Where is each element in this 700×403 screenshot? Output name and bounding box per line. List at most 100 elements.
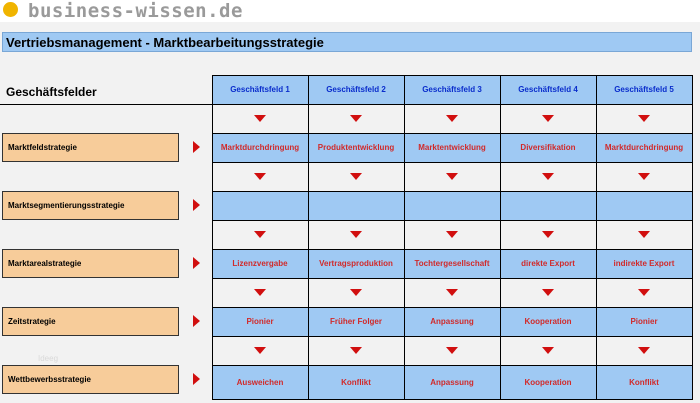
strategy-value-cell [596, 191, 692, 220]
field-header-3: Geschäftsfeld 3 [404, 75, 500, 104]
strategy-value-cell: Konflikt [596, 365, 692, 399]
strategy-value-cell: Anpassung [404, 365, 500, 399]
arrow-cell [596, 336, 692, 365]
down-arrow-icon [254, 231, 266, 238]
page-title: Vertriebsmanagement - Marktbearbeitungss… [6, 35, 324, 50]
down-arrow-icon [350, 173, 362, 180]
grid-row-line [212, 191, 693, 192]
strategy-value-cell: Produktentwicklung [308, 133, 404, 162]
strategy-value-cell: Pionier [596, 307, 692, 336]
strategy-label-box: Wettbewerbsstrategie [2, 365, 179, 394]
arrow-cell [500, 278, 596, 307]
arrow-cell [404, 220, 500, 249]
grid-row-line [212, 249, 693, 250]
strategy-value-cell: Marktentwicklung [404, 133, 500, 162]
pointer-arrow-icon [193, 315, 200, 327]
site-logo-text[interactable]: business-wissen.de [28, 0, 243, 22]
strategy-label-box: Zeitstrategie [2, 307, 179, 336]
down-arrow-icon [350, 347, 362, 354]
site-header: business-wissen.de [0, 0, 700, 22]
title-bar: Vertriebsmanagement - Marktbearbeitungss… [2, 32, 692, 52]
arrow-cell [212, 220, 308, 249]
logo-icon [3, 2, 18, 17]
down-arrow-icon [542, 347, 554, 354]
strategy-value-cell: Früher Folger [308, 307, 404, 336]
down-arrow-icon [254, 115, 266, 122]
strategy-value-cell: Marktdurchdringung [212, 133, 308, 162]
down-arrow-icon [446, 115, 458, 122]
arrow-cell [308, 220, 404, 249]
business-fields-label: Geschäftsfelder [6, 85, 97, 99]
arrow-cell [212, 278, 308, 307]
down-arrow-icon [542, 231, 554, 238]
strategy-value-cell [308, 191, 404, 220]
arrow-cell [500, 336, 596, 365]
down-arrow-icon [638, 231, 650, 238]
arrow-cell [596, 278, 692, 307]
strategy-value-cell: Anpassung [404, 307, 500, 336]
down-arrow-icon [638, 347, 650, 354]
arrow-cell [596, 162, 692, 191]
pointer-arrow-icon [193, 373, 200, 385]
down-arrow-icon [446, 173, 458, 180]
arrow-cell [404, 336, 500, 365]
arrow-cell [404, 278, 500, 307]
field-header-4: Geschäftsfeld 4 [500, 75, 596, 104]
strategy-value-cell: Lizenzvergabe [212, 249, 308, 278]
down-arrow-icon [542, 173, 554, 180]
strategy-value-cell [404, 191, 500, 220]
strategy-value-cell: indirekte Export [596, 249, 692, 278]
arrow-cell [212, 336, 308, 365]
down-arrow-icon [638, 173, 650, 180]
arrow-cell [596, 220, 692, 249]
down-arrow-icon [542, 289, 554, 296]
strategy-label-box: Marktsegmentierungsstrategie [2, 191, 179, 220]
strategy-value-cell: Pionier [212, 307, 308, 336]
arrow-cell [596, 104, 692, 133]
strategy-value-cell: Kooperation [500, 307, 596, 336]
down-arrow-icon [350, 231, 362, 238]
arrow-cell [500, 162, 596, 191]
arrow-cell [308, 104, 404, 133]
arrow-cell [308, 162, 404, 191]
arrow-cell [500, 220, 596, 249]
strategy-value-cell: Konflikt [308, 365, 404, 399]
down-arrow-icon [542, 115, 554, 122]
grid-row-line [212, 220, 693, 221]
grid-row-line [212, 278, 693, 279]
arrow-cell [212, 104, 308, 133]
down-arrow-icon [350, 289, 362, 296]
grid-column-line [692, 75, 693, 399]
arrow-cell [500, 104, 596, 133]
arrow-cell [308, 336, 404, 365]
grid-row-line [212, 104, 693, 105]
strategy-value-cell: direkte Export [500, 249, 596, 278]
arrow-cell [404, 162, 500, 191]
field-header-5: Geschäftsfeld 5 [596, 75, 692, 104]
strategy-value-cell: Tochtergesellschaft [404, 249, 500, 278]
strategy-value-cell: Diversifikation [500, 133, 596, 162]
strategy-value-cell: Kooperation [500, 365, 596, 399]
divider-line [0, 104, 212, 105]
pointer-arrow-icon [193, 199, 200, 211]
field-header-1: Geschäftsfeld 1 [212, 75, 308, 104]
strategy-value-cell: Vertragsproduktion [308, 249, 404, 278]
grid-row-line [212, 75, 693, 76]
arrow-cell [308, 278, 404, 307]
grid-column-line [404, 75, 405, 399]
down-arrow-icon [254, 347, 266, 354]
down-arrow-icon [446, 231, 458, 238]
down-arrow-icon [350, 115, 362, 122]
grid-column-line [212, 75, 213, 399]
grid-row-line [212, 365, 693, 366]
arrow-cell [404, 104, 500, 133]
pointer-arrow-icon [193, 257, 200, 269]
grid-column-line [308, 75, 309, 399]
grid-row-line [212, 307, 693, 308]
strategy-value-cell: Marktdurchdringung [596, 133, 692, 162]
grid-row-line [212, 133, 693, 134]
grid-row-line [212, 336, 693, 337]
strategy-value-cell: Ausweichen [212, 365, 308, 399]
field-header-2: Geschäftsfeld 2 [308, 75, 404, 104]
